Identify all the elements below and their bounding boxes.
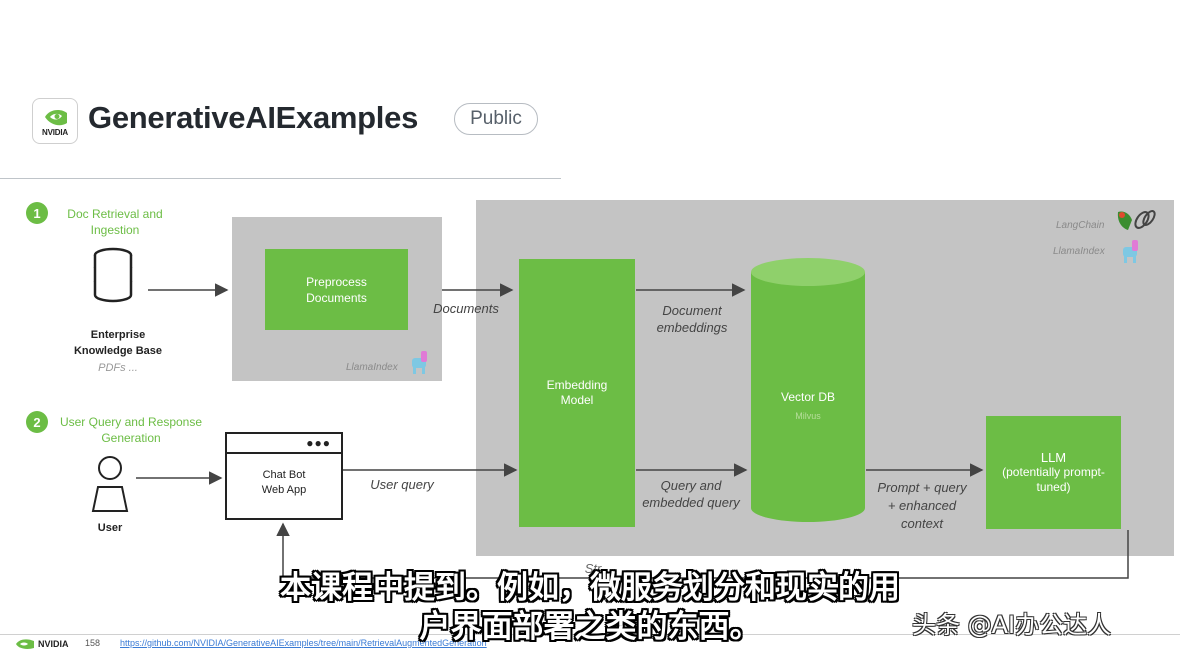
subtitle-line1: 本课程中提到。例如，微服务划分和现实的用 xyxy=(280,570,900,606)
header-divider xyxy=(0,178,561,179)
footer-url-link[interactable]: https://github.com/NVIDIA/GenerativeAIEx… xyxy=(120,638,487,648)
footer-page-number: 158 xyxy=(85,638,101,648)
chatbot-webapp-window: ●●● Chat Bot Web App xyxy=(225,432,343,520)
query-embedded-line2: embedded query xyxy=(642,495,740,510)
section1-title: Doc Retrieval and Ingestion xyxy=(67,207,163,237)
doc-embeddings-line2: embeddings xyxy=(656,320,728,335)
vector-db-cylinder xyxy=(751,258,865,522)
vector-db-sublabel: Milvus xyxy=(795,411,821,421)
section2-title: User Query and Response Generation xyxy=(59,415,203,445)
kb-label-line2: Knowledge Base xyxy=(73,345,163,357)
footer-logo-text: NVIDIA xyxy=(38,639,69,649)
langchain-tag: LangChain xyxy=(1056,220,1105,231)
watermark-text: 头条 @AI办公达人 xyxy=(912,611,1112,639)
vector-db-label: Vector DB xyxy=(780,390,836,404)
preprocess-line1: Preprocess xyxy=(306,274,367,289)
llm-line3: tuned) xyxy=(1036,480,1071,494)
llm-line1: LLM xyxy=(1040,450,1067,465)
visibility-badge: Public xyxy=(454,103,538,135)
stream-label-partial: Str xyxy=(584,561,602,576)
chatbot-line1: Chat Bot xyxy=(262,469,306,481)
prompt-line2: + enhanced xyxy=(887,498,957,513)
window-titlebar: ●●● xyxy=(227,434,341,454)
llm-line2: (potentially prompt- xyxy=(1002,465,1105,479)
llama-icon xyxy=(1123,240,1138,263)
kb-label-line1: Enterprise xyxy=(90,329,146,341)
embedding-model-box: Embedding Model xyxy=(519,259,635,527)
prompt-line3: context xyxy=(901,516,943,531)
database-icon xyxy=(93,247,133,303)
subtitle-line2: 户界面部署之类的东西。 xyxy=(419,609,761,645)
window-dots-icon: ●●● xyxy=(306,436,331,450)
chatbot-line2: Web App xyxy=(261,484,307,496)
step-1-badge: 1 xyxy=(26,202,48,224)
doc-embeddings-line1: Document xyxy=(662,303,722,318)
user-icon xyxy=(91,456,129,512)
preprocess-llamaindex-tag: LlamaIndex xyxy=(346,362,398,373)
nvidia-logo: NVIDIA xyxy=(32,98,78,144)
embedding-line1: Embedding xyxy=(546,378,608,392)
kb-sub-label: PDFs ... xyxy=(98,362,138,374)
logo-wordmark: NVIDIA xyxy=(42,128,68,137)
nvidia-eye-icon xyxy=(16,639,34,649)
user-label: User xyxy=(97,522,123,534)
footer-nvidia-logo: NVIDIA xyxy=(14,637,69,651)
embedding-line2: Model xyxy=(560,393,594,407)
langchain-parrot-icon xyxy=(1117,210,1156,230)
nvidia-eye-icon xyxy=(45,109,67,126)
footer-divider xyxy=(0,634,1180,635)
llama-icon xyxy=(412,351,427,374)
repo-title[interactable]: GenerativeAIExamples xyxy=(88,100,419,135)
documents-label: Documents xyxy=(433,301,499,316)
step-2-badge: 2 xyxy=(26,411,48,433)
user-query-label: User query xyxy=(370,477,434,492)
llm-box: LLM (potentially prompt- tuned) xyxy=(986,416,1121,529)
preprocess-line2: Documents xyxy=(306,290,367,305)
prompt-line1: Prompt + query xyxy=(877,480,967,495)
pipeline-llamaindex-tag: LlamaIndex xyxy=(1053,246,1105,257)
preprocess-documents-box: Preprocess Documents xyxy=(265,249,408,330)
query-embedded-line1: Query and xyxy=(660,478,722,493)
